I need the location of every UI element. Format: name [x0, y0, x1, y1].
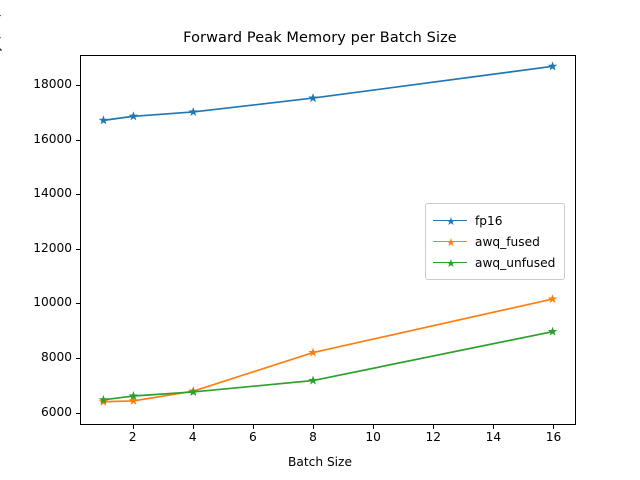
- series-awq_unfused: [98, 326, 558, 404]
- x-axis-tick-label: 8: [309, 430, 317, 444]
- y-axis-tick-label: 6000: [40, 404, 72, 419]
- series-marker: [308, 347, 318, 357]
- y-axis-tick-mark: [76, 412, 80, 414]
- series-marker: [308, 375, 318, 385]
- legend-line: [433, 261, 467, 264]
- series-marker: [188, 106, 199, 116]
- chart-title: Forward Peak Memory per Batch Size: [183, 30, 457, 46]
- legend-item-awq_fused[interactable]: ★ awq_fused: [433, 231, 555, 252]
- x-axis-tick-mark: [252, 425, 254, 429]
- series-marker: [308, 93, 318, 103]
- y-axis-tick-label: 16000: [33, 131, 72, 146]
- x-axis-label: Batch Size: [288, 455, 352, 469]
- legend-line: [433, 219, 467, 222]
- x-axis-tick-label: 12: [425, 430, 441, 444]
- y-axis-tick-mark: [76, 139, 80, 141]
- series-marker: [547, 294, 558, 304]
- y-axis-tick-label: 14000: [33, 186, 72, 201]
- y-axis-tick-label: 18000: [33, 77, 72, 92]
- series-marker: [98, 394, 109, 404]
- series-line: [103, 298, 553, 403]
- y-axis-label: Forward Peak Memory (MB): [0, 12, 2, 180]
- y-axis-tick-label: 8000: [40, 350, 72, 365]
- y-axis-tick-label: 12000: [33, 240, 72, 255]
- x-axis-tick-mark: [132, 425, 134, 429]
- series-marker: [98, 115, 109, 125]
- star-marker-icon: ★: [446, 256, 456, 270]
- legend-item-awq_unfused[interactable]: ★ awq_unfused: [433, 252, 555, 273]
- legend-item-fp16[interactable]: ★ fp16: [433, 210, 555, 231]
- y-axis-tick-mark: [76, 194, 80, 196]
- y-axis-tick-label: 10000: [33, 295, 72, 310]
- series-marker: [547, 326, 558, 336]
- y-axis-tick-mark: [76, 303, 80, 305]
- series-marker: [128, 395, 139, 405]
- legend-label: awq_fused: [475, 234, 540, 249]
- series-line: [103, 65, 553, 122]
- series-canvas: [98, 61, 558, 406]
- x-axis-tick-label: 6: [248, 430, 257, 444]
- legend-swatch: ★: [433, 257, 467, 269]
- series-marker: [128, 111, 139, 121]
- legend-label: fp16: [475, 213, 503, 228]
- x-axis-tick-label: 2: [128, 430, 137, 444]
- x-axis-tick-mark: [373, 425, 375, 429]
- x-axis-tick-mark: [553, 425, 555, 429]
- x-axis-tick-mark: [192, 425, 194, 429]
- y-axis-tick-mark: [76, 358, 80, 360]
- x-axis-tick-label: 14: [485, 430, 502, 444]
- y-axis-tick-mark: [76, 248, 80, 250]
- series-marker: [547, 61, 558, 71]
- star-marker-icon: ★: [446, 235, 456, 249]
- series-awq_fused: [98, 294, 558, 406]
- plot-area: [80, 55, 576, 425]
- series-marker: [128, 391, 139, 401]
- series-marker: [188, 386, 199, 396]
- x-axis-tick-label: 4: [188, 430, 197, 444]
- y-axis-tick-mark: [76, 85, 80, 87]
- star-marker-icon: ★: [446, 214, 456, 228]
- legend-swatch: ★: [433, 236, 467, 248]
- x-axis-tick-mark: [433, 425, 435, 429]
- legend-line: [433, 240, 467, 243]
- x-axis-tick-label: 10: [365, 430, 381, 444]
- series-line: [103, 330, 553, 401]
- legend-label: awq_unfused: [475, 255, 556, 270]
- legend-swatch: ★: [433, 215, 467, 227]
- x-axis-tick-label: 16: [545, 430, 562, 444]
- chart-legend: ★ fp16 ★ awq_fused ★ awq_unfused: [425, 203, 566, 280]
- x-axis-tick-mark: [312, 425, 314, 429]
- series-fp16: [98, 61, 558, 125]
- x-axis-tick-mark: [493, 425, 495, 429]
